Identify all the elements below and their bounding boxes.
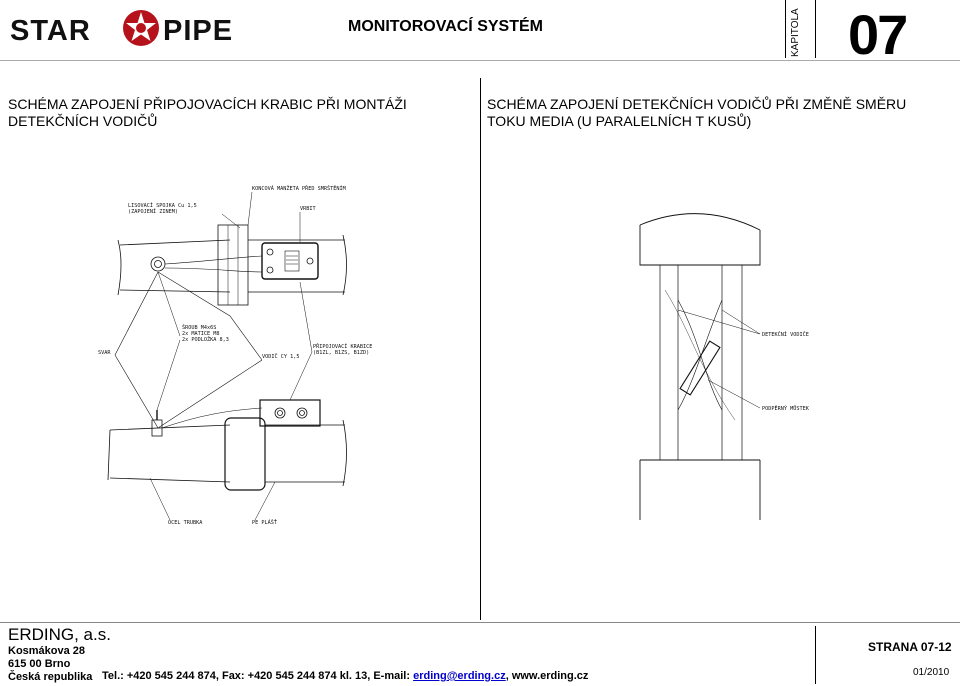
left-title-line2: DETEKČNÍCH VODIČŮ <box>8 113 158 129</box>
header-rule <box>0 60 960 61</box>
label-detection-wires: DETEKČNÍ VODIČE <box>762 330 809 338</box>
label-conductor: VODIČ CY 1,5 <box>262 353 299 360</box>
footer-divider <box>815 626 816 684</box>
label-steel-pipe: OCEL TRUBKA <box>168 520 203 526</box>
label-box-2: (B1ZL, B1ZS, B1ZD) <box>313 350 369 356</box>
email-link[interactable]: erding@erding.cz <box>413 670 506 682</box>
header-divider-1 <box>785 0 786 58</box>
page-number: STRANA 07-12 <box>868 640 952 654</box>
contact-suffix: , www.erding.cz <box>505 670 589 682</box>
label-screws-2: 2x MATICE M8 <box>182 331 219 337</box>
left-schematic: KONCOVÁ MANŽETA PŘED SMRŠTĚNÍM LISOVACÍ … <box>95 180 385 530</box>
contact-line: Tel.: +420 545 244 874, Fax: +420 545 24… <box>102 670 588 682</box>
label-clamp-1: LISOVACÍ SPOJKA Cu 1,5 <box>128 201 197 209</box>
company-name: ERDING, a.s. <box>8 625 111 644</box>
label-drill: VRBIT <box>300 206 316 212</box>
label-support-bridge: PODPĚRNÝ MŮSTEK <box>762 404 810 412</box>
address-country: Česká republika <box>8 671 93 683</box>
label-screws-3: 2x PODLOŽKA 8,3 <box>182 335 229 343</box>
right-title-line2: TOKU MEDIA (U PARALELNÍCH T KUSŮ) <box>487 113 752 129</box>
address-city: 615 00 Brno <box>8 658 71 670</box>
chapter-label: KAPITOLA <box>790 8 801 58</box>
header-divider-2 <box>815 0 816 58</box>
center-divider <box>480 78 481 620</box>
footer-rule <box>0 622 960 623</box>
logo-star-emblem <box>123 10 159 46</box>
label-clamp-2: (ZAPOJENÍ ZINEM) <box>128 207 178 215</box>
left-section-title: SCHÉMA ZAPOJENÍ PŘIPOJOVACÍCH KRABIC PŘI… <box>8 96 407 130</box>
contact-prefix: Tel.: +420 545 244 874, Fax: +420 545 24… <box>102 670 414 682</box>
company-address: Kosmákova 28 615 00 Brno Česká republika <box>8 645 92 684</box>
label-screws-1: ŠROUB M4x6S <box>182 324 216 331</box>
label-pe-casing: PE PLÁŠŤ <box>252 518 277 526</box>
label-weld: SVAR <box>98 350 111 356</box>
chapter-number: 07 <box>848 3 908 66</box>
label-box-1: PŘIPOJOVACÍ KRABICE <box>313 342 372 350</box>
logo-text-left: STAR <box>10 15 91 47</box>
address-street: Kosmákova 28 <box>8 645 86 657</box>
right-section-title: SCHÉMA ZAPOJENÍ DETEKČNÍCH VODIČŮ PŘI ZM… <box>487 96 906 130</box>
label-end-sleeve: KONCOVÁ MANŽETA PŘED SMRŠTĚNÍM <box>252 184 346 192</box>
document-title: MONITOROVACÍ SYSTÉM <box>348 18 543 35</box>
right-schematic: DETEKČNÍ VODIČE PODPĚRNÝ MŮSTEK <box>630 195 830 525</box>
right-title-line1: SCHÉMA ZAPOJENÍ DETEKČNÍCH VODIČŮ PŘI ZM… <box>487 96 907 112</box>
document-date: 01/2010 <box>913 667 950 678</box>
logo-text-right: PIPE <box>163 15 233 47</box>
starpipe-logo: STAR PIPE <box>10 6 260 50</box>
left-title-line1: SCHÉMA ZAPOJENÍ PŘIPOJOVACÍCH KRABIC PŘI… <box>8 96 407 112</box>
